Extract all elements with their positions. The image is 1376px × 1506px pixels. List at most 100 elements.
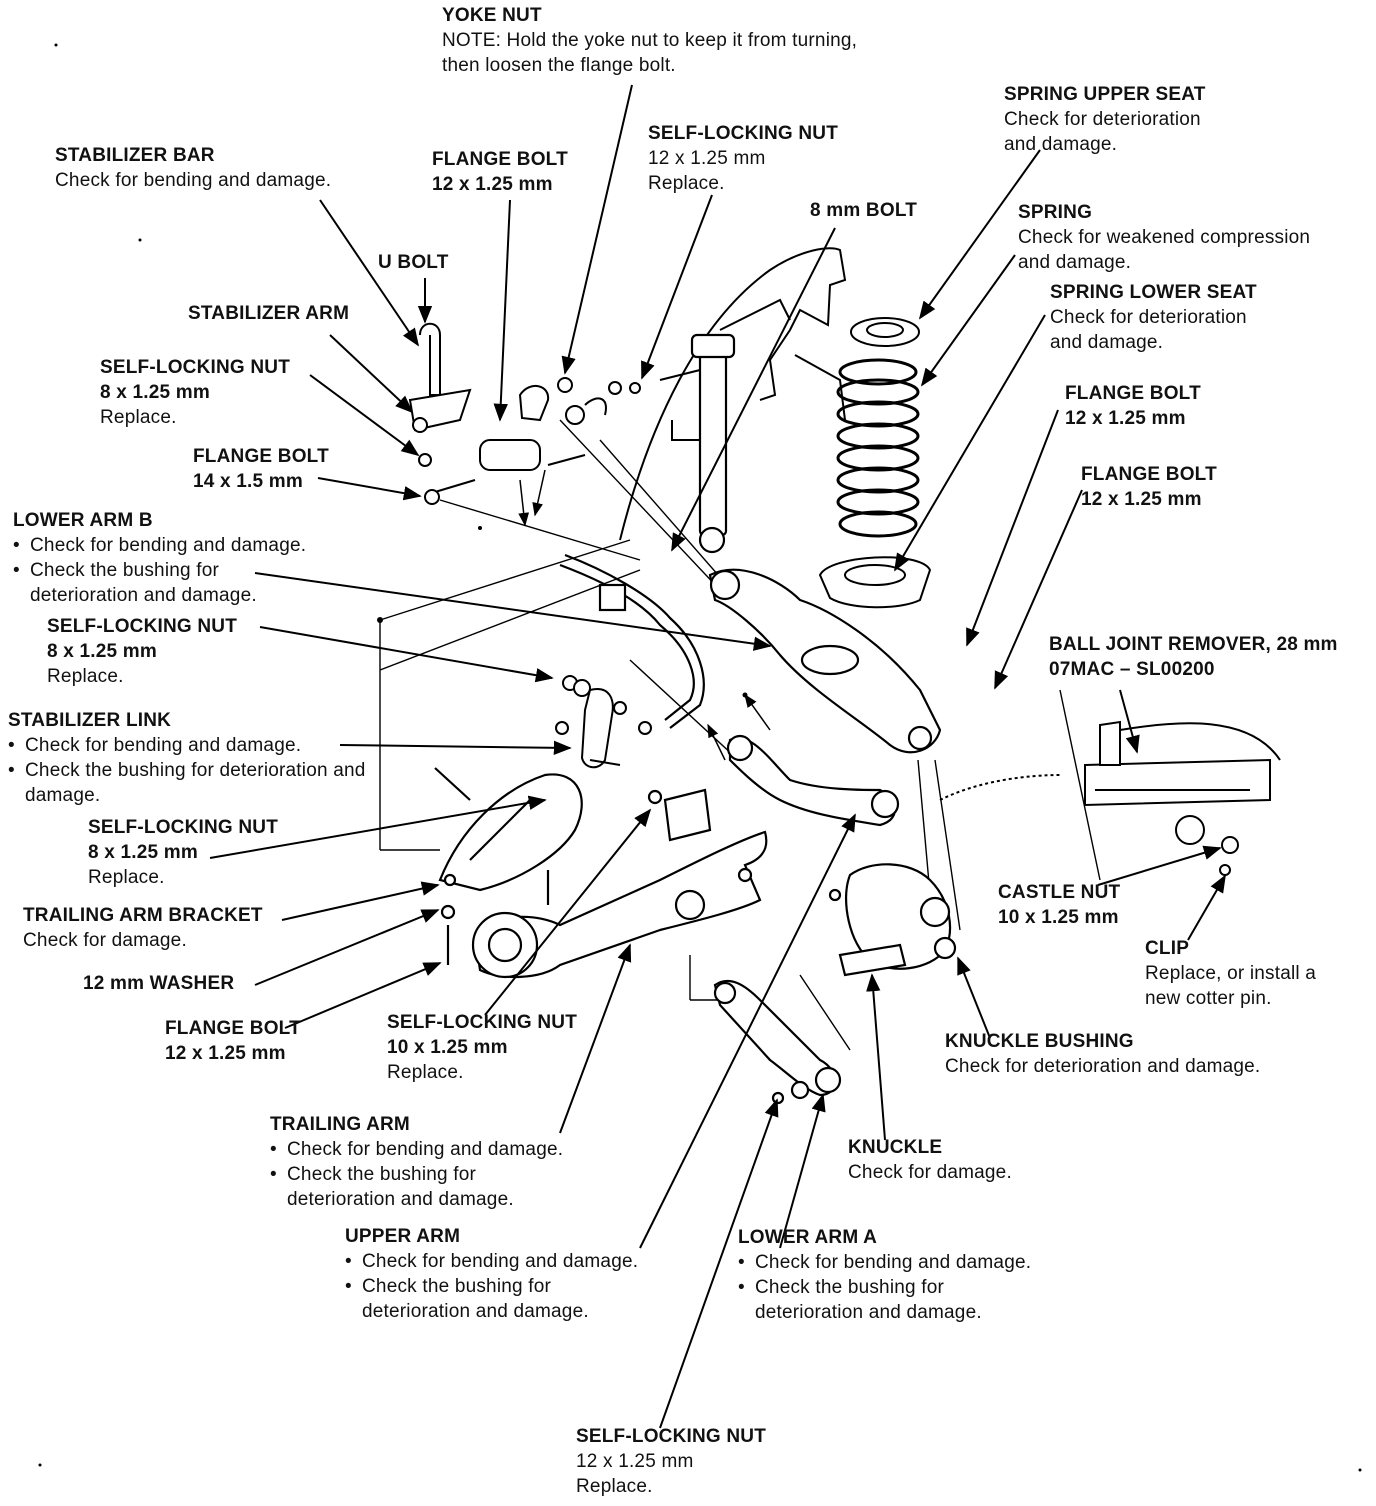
label-line: 10 x 1.25 mm (387, 1037, 508, 1058)
label-line: Check for bending and damage. (55, 170, 332, 191)
label-self-locking-nut-12-bottom: SELF-LOCKING NUT 12 x 1.25 mm Replace. (576, 1424, 766, 1499)
label-title: U BOLT (378, 252, 449, 273)
label-title: SELF-LOCKING NUT (576, 1426, 767, 1447)
label-line: 12 x 1.25 mm (432, 174, 553, 195)
label-line: Replace. (47, 666, 124, 687)
label-8mm-bolt: 8 mm BOLT (810, 198, 917, 223)
label-knuckle-bushing: KNUCKLE BUSHING Check for deterioration … (945, 1029, 1260, 1079)
label-bullet: Check the bushing for deterioration and … (738, 1275, 1005, 1325)
label-line: Replace, or install a (1145, 963, 1317, 984)
label-bullet: Check the bushing for deterioration and … (345, 1274, 612, 1324)
label-title: SELF-LOCKING NUT (387, 1012, 578, 1033)
label-line: Replace. (387, 1062, 464, 1083)
label-title: SPRING UPPER SEAT (1004, 84, 1206, 105)
ball-joint-remover-inset (939, 720, 1281, 876)
label-line: Replace. (576, 1476, 653, 1497)
upper-arm-part (726, 734, 900, 827)
coil-spring (836, 358, 920, 538)
label-u-bolt: U BOLT (378, 250, 449, 275)
label-line: Check for damage. (848, 1162, 1012, 1183)
label-title: SELF-LOCKING NUT (648, 123, 839, 144)
label-title: LOWER ARM B (13, 510, 153, 531)
label-yoke-nut: YOKE NUT NOTE: Hold the yoke nut to keep… (442, 3, 857, 78)
label-self-locking-nut-8-upper: SELF-LOCKING NUT 8 x 1.25 mm Replace. (100, 355, 290, 430)
label-title: SELF-LOCKING NUT (100, 357, 291, 378)
label-title: SPRING LOWER SEAT (1050, 282, 1257, 303)
label-title: KNUCKLE (848, 1137, 943, 1158)
spring-lower-seat (818, 556, 932, 609)
label-title: KNUCKLE BUSHING (945, 1031, 1134, 1052)
label-title: SELF-LOCKING NUT (47, 616, 238, 637)
label-line: and damage. (1050, 332, 1164, 353)
label-self-locking-nut-8-low: SELF-LOCKING NUT 8 x 1.25 mm Replace. (88, 815, 278, 890)
label-title: STABILIZER BAR (55, 145, 215, 166)
label-bullet: Check the bushing for deterioration and … (13, 558, 280, 608)
label-knuckle: KNUCKLE Check for damage. (848, 1135, 1012, 1185)
label-line: 8 x 1.25 mm (47, 641, 157, 662)
label-ball-joint-remover: BALL JOINT REMOVER, 28 mm 07MAC – SL0020… (1049, 632, 1338, 682)
label-line: Replace. (648, 173, 725, 194)
label-bullet: Check for bending and damage. (345, 1249, 685, 1274)
label-title: FLANGE BOLT (165, 1018, 301, 1039)
lower-arm-b-part (708, 568, 942, 754)
label-trailing-arm: TRAILING ARM Check for bending and damag… (270, 1112, 610, 1212)
label-self-locking-nut-top: SELF-LOCKING NUT 12 x 1.25 mm Replace. (648, 121, 838, 196)
label-stabilizer-bar: STABILIZER BAR Check for bending and dam… (55, 143, 331, 193)
knuckle-part (828, 863, 957, 977)
label-line: 12 x 1.25 mm (1081, 489, 1202, 510)
label-clip: CLIP Replace, or install a new cotter pi… (1145, 936, 1316, 1011)
label-line: then loosen the flange bolt. (442, 55, 676, 76)
label-line: 8 x 1.25 mm (100, 382, 210, 403)
label-title: CLIP (1145, 938, 1190, 959)
label-spring-upper-seat: SPRING UPPER SEAT Check for deterioratio… (1004, 82, 1206, 157)
label-line: Check for deterioration (1050, 307, 1247, 328)
label-trailing-arm-bracket: TRAILING ARM BRACKET Check for damage. (23, 903, 263, 953)
label-title: FLANGE BOLT (193, 446, 329, 467)
assembly-direction-arrows (518, 469, 771, 761)
body-frame (619, 247, 847, 541)
label-line: 07MAC – SL00200 (1049, 659, 1215, 680)
label-bullet: Check for bending and damage. (8, 733, 378, 758)
label-bullet: Check for bending and damage. (738, 1250, 1078, 1275)
lower-arm-a-part (713, 979, 842, 1105)
label-bullet: Check for bending and damage. (270, 1137, 610, 1162)
label-title: CASTLE NUT (998, 882, 1121, 903)
label-title: YOKE NUT (442, 5, 542, 26)
stabilizer-bar-part (559, 553, 705, 729)
label-line: and damage. (1004, 134, 1118, 155)
label-title: FLANGE BOLT (1081, 464, 1217, 485)
label-stabilizer-arm: STABILIZER ARM (188, 301, 349, 326)
trailing-arm-part (471, 788, 768, 979)
label-title: TRAILING ARM (270, 1114, 410, 1135)
label-line: 12 x 1.25 mm (576, 1451, 694, 1472)
label-self-locking-nut-10: SELF-LOCKING NUT 10 x 1.25 mm Replace. (387, 1010, 577, 1085)
spring-upper-seat (850, 317, 920, 347)
label-line: Check for damage. (23, 930, 187, 951)
label-title: LOWER ARM A (738, 1227, 878, 1248)
label-line: 10 x 1.25 mm (998, 907, 1119, 928)
label-line: Replace. (88, 867, 165, 888)
label-bullet: Check the bushing for deterioration and … (270, 1162, 537, 1212)
label-line: 12 x 1.25 mm (648, 148, 766, 169)
label-title: FLANGE BOLT (432, 149, 568, 170)
stabilizer-arm-part (408, 322, 641, 505)
label-title: BALL JOINT REMOVER, 28 mm (1049, 634, 1338, 655)
label-bullet: Check for bending and damage. (13, 533, 353, 558)
label-title: FLANGE BOLT (1065, 383, 1201, 404)
label-castle-nut: CASTLE NUT 10 x 1.25 mm (998, 880, 1120, 930)
label-line: Replace. (100, 407, 177, 428)
label-line: 8 x 1.25 mm (88, 842, 198, 863)
label-line: Check for deterioration (1004, 109, 1201, 130)
label-title: SELF-LOCKING NUT (88, 817, 279, 838)
shock-absorber (690, 333, 736, 554)
label-lower-arm-a: LOWER ARM A Check for bending and damage… (738, 1225, 1078, 1325)
label-flange-bolt-top: FLANGE BOLT 12 x 1.25 mm (432, 147, 568, 197)
label-line: 14 x 1.5 mm (193, 471, 303, 492)
label-12mm-washer: 12 mm WASHER (83, 971, 234, 996)
label-title: 12 mm WASHER (83, 973, 235, 994)
label-line: 12 x 1.25 mm (165, 1043, 286, 1064)
label-title: 8 mm BOLT (810, 200, 918, 221)
label-title: SPRING (1018, 202, 1093, 223)
label-flange-bolt-right1: FLANGE BOLT 12 x 1.25 mm (1065, 381, 1201, 431)
